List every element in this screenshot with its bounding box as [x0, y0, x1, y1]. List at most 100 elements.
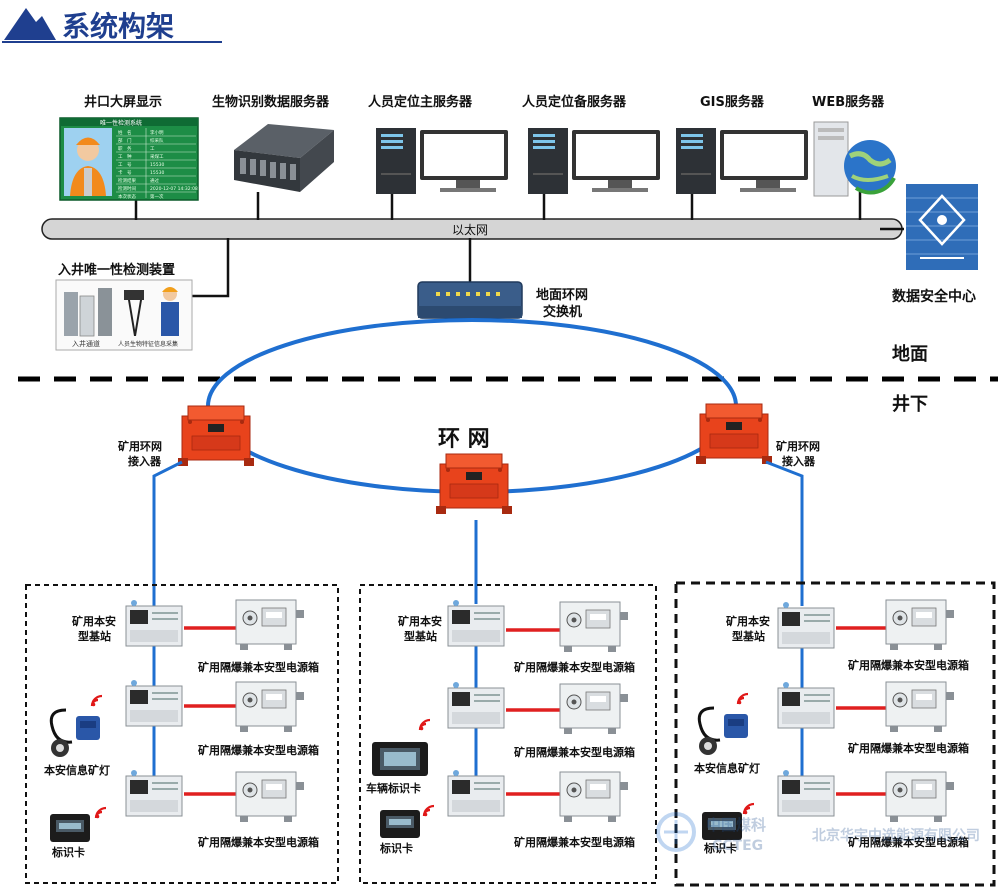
wireless-signal-icon [422, 804, 436, 818]
screen-row-value: 李小明 [150, 129, 164, 136]
security-center-label: 数据安全中心 [892, 288, 976, 305]
power-box-label: 矿用隔爆兼本安型电源箱 [198, 743, 319, 757]
page-title: 系统构架 [62, 10, 174, 43]
base-station-icon [777, 681, 835, 729]
ring-access-device-icon [177, 405, 255, 467]
cabinet-left-links [152, 626, 236, 796]
ring-access-label-right-1: 矿用环网 [776, 439, 820, 453]
power-box-label: 矿用隔爆兼本安型电源箱 [848, 658, 969, 672]
zone-label-underground: 井下 [892, 393, 928, 415]
screen-rows: 姓 名 李小明 部 门 综采队 职 务 工 工 种 采煤工 工 号 15530 … [118, 129, 198, 200]
screen-row-value: 采煤工 [150, 153, 164, 160]
screen-header: 唯一性检测系统 [100, 119, 142, 127]
base-station-label-1: 矿用本安 [398, 614, 442, 628]
power-box-label: 矿用隔爆兼本安型电源箱 [514, 660, 635, 674]
loc-backup-server-label: 人员定位备服务器 [522, 94, 627, 110]
ring-access-label-right-2: 接入器 [782, 454, 816, 468]
wireless-signal-icon [90, 694, 104, 708]
ring-network-label: 环 网 [438, 427, 490, 452]
screen-row-key: 部 门 [118, 137, 132, 144]
base-station-icon [777, 601, 835, 649]
base-station-label-2: 型基站 [732, 629, 765, 643]
wireless-signal-icon [742, 802, 756, 816]
power-box-icon [235, 771, 305, 823]
power-box-icon [885, 599, 955, 651]
firewall-icon [906, 184, 978, 270]
power-box-label: 矿用隔爆兼本安型电源箱 [848, 835, 969, 849]
id-card-icon [380, 810, 420, 838]
cabinet-right [674, 581, 996, 887]
screen-row-value: 工 [150, 146, 155, 152]
id-card-icon [50, 814, 90, 842]
screen-row-key: 卡 号 [118, 169, 132, 176]
wireless-signal-icon [736, 692, 750, 706]
card-label: 标识卡 [379, 841, 413, 855]
screen-row-value: 综采队 [150, 137, 164, 144]
screen-row-key: 职 务 [118, 145, 132, 152]
power-box-label: 矿用隔爆兼本安型电源箱 [198, 660, 319, 674]
cabinet-right-links [800, 626, 886, 796]
power-box-icon [559, 683, 629, 735]
screen-row-value: 15530 [150, 170, 164, 176]
detection-sub1: 入井通道 [72, 339, 100, 348]
big-screen-label: 井口大屏显示 [84, 94, 162, 110]
power-box-icon [235, 599, 305, 651]
screen-row-key: 工 号 [118, 162, 132, 168]
mine-lamp-icon [697, 706, 750, 757]
web-server-label: WEB服务器 [812, 94, 885, 110]
watermark-logo-icon [656, 812, 696, 852]
wireless-signal-icon [94, 806, 108, 820]
base-station-icon [447, 681, 505, 729]
gis-server-label: GIS服务器 [700, 94, 765, 110]
vehicle-card-label: 车辆标识卡 [366, 781, 421, 795]
power-box-icon [885, 681, 955, 733]
power-box-label: 矿用隔爆兼本安型电源箱 [848, 741, 969, 755]
base-station-icon [447, 599, 505, 647]
cabinet-middle [359, 584, 657, 884]
ring-access-label-left-2: 接入器 [128, 454, 162, 468]
ring-switch-label-2: 交换机 [543, 304, 582, 320]
base-station-label-1: 矿用本安 [72, 614, 116, 628]
watermark: 中国煤科 CCTEG 北京华宇中选能源有限公司 [656, 812, 980, 854]
pc-server-icon [376, 128, 508, 194]
power-box-icon [559, 601, 629, 653]
cabinet-left [25, 584, 339, 884]
screen-row-key: 姓 名 [118, 129, 132, 136]
base-station-label-1: 矿用本安 [726, 614, 770, 628]
screen-row-value: 2020-12-07 14:32:08 [150, 186, 198, 192]
power-box-label: 矿用隔爆兼本安型电源箱 [514, 745, 635, 759]
zone-label-surface: 地面 [892, 343, 928, 365]
bus-connectors [134, 192, 904, 298]
card-label: 标识卡 [703, 841, 737, 855]
detection-sub2: 人员生物特征信息采集 [118, 340, 178, 348]
screen-row-key: 工 种 [118, 153, 132, 160]
lamp-label: 本安信息矿灯 [44, 763, 110, 777]
wireless-signal-icon [418, 718, 432, 732]
ring-access-device-icon [695, 403, 773, 465]
power-box-icon [235, 681, 305, 733]
header-logo-icon [4, 8, 56, 40]
ring-switch-label-1: 地面环网 [536, 287, 588, 303]
watermark-company: 北京华宇中选能源有限公司 [812, 827, 980, 844]
power-box-label: 矿用隔爆兼本安型电源箱 [198, 835, 319, 849]
base-station-icon [125, 679, 183, 727]
cabinet-middle-links [474, 628, 560, 796]
bio-server-label: 生物识别数据服务器 [212, 94, 330, 110]
base-station-icon [125, 599, 183, 647]
screen-row-key: 本次状态 [118, 193, 136, 200]
ring-drop-lines [152, 460, 804, 606]
base-station-label-2: 型基站 [78, 629, 111, 643]
mine-lamp-icon [49, 708, 102, 759]
watermark-logo-en: CCTEG [712, 838, 763, 854]
ring-switch-icon [417, 281, 523, 319]
screen-row-key: 检测结果 [118, 177, 136, 184]
base-station-icon [777, 769, 835, 817]
screen-row-value: 第一次 [150, 193, 164, 200]
loc-main-server-label: 人员定位主服务器 [368, 94, 473, 110]
lamp-label: 本安信息矿灯 [694, 761, 760, 775]
big-screen-icon [59, 117, 199, 201]
power-box-icon [885, 771, 955, 823]
base-station-icon [447, 769, 505, 817]
watermark-logo-cn: 中国煤科 [706, 816, 766, 834]
